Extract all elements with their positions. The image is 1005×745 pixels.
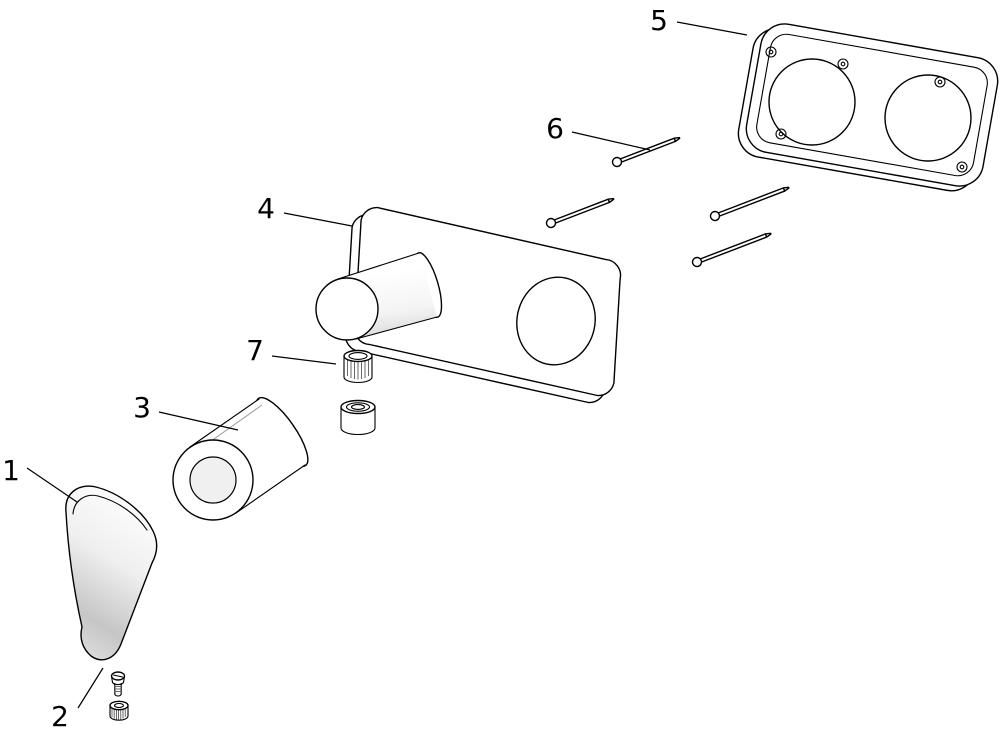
bracket-right-hole: [884, 74, 972, 162]
handle-top-contour: [72, 494, 148, 531]
part-4-label: 4: [257, 192, 275, 225]
part-5-label: 5: [650, 4, 668, 37]
bracket-inner-border: [756, 33, 988, 177]
part-6-screws: [545, 136, 790, 268]
handle-cap: [109, 700, 129, 721]
part-1-leader: [26, 467, 78, 503]
screw-1: [611, 136, 681, 168]
part-2-screw-set: [109, 671, 129, 721]
plate-handle-hole: [516, 276, 596, 366]
cap-knurling: [111, 708, 126, 720]
bracket-screw-holes: [765, 46, 968, 173]
part-3-leader: [158, 411, 239, 431]
part-2-label: 2: [51, 700, 69, 733]
aerator-insert-knurling: [347, 359, 369, 380]
part-3-label: 3: [133, 391, 151, 424]
part-6-label: 6: [546, 112, 564, 145]
leader-lines: [26, 21, 748, 709]
part-7-leader: [271, 355, 337, 365]
part-3-sleeve: [172, 396, 309, 521]
screw-3: [691, 232, 772, 268]
part-5-mounting-bracket: [737, 23, 999, 192]
sleeve-bore: [189, 456, 237, 504]
bracket-left-hole: [768, 58, 856, 146]
part-labels: 1 2 3 4 5 6 7: [2, 4, 668, 733]
handle-body: [65, 485, 158, 661]
spout-outlet-face: [315, 277, 379, 341]
part-7-aerator: [340, 349, 376, 436]
part-1-handle: [65, 485, 158, 661]
part-6-leader: [571, 131, 651, 151]
part-4-spout-plate: [315, 206, 622, 404]
aerator-housing: [340, 399, 376, 436]
part-4-leader: [283, 212, 353, 227]
screw-4: [709, 186, 790, 222]
aerator-insert: [343, 349, 373, 384]
handle-screw: [110, 671, 126, 697]
part-7-label: 7: [246, 334, 264, 367]
screw-2: [545, 197, 615, 229]
part-1-label: 1: [2, 454, 20, 487]
part-2-leader: [77, 667, 104, 709]
part-5-leader: [676, 21, 748, 36]
